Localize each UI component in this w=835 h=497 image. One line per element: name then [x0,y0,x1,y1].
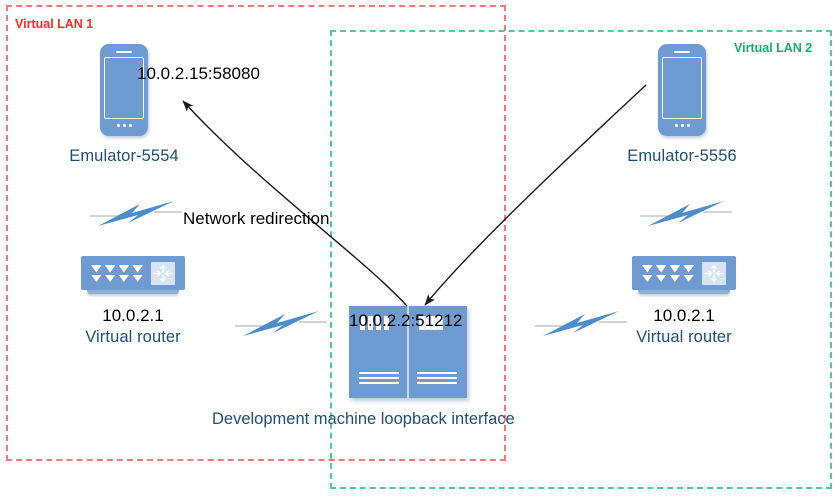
router-left-label: Virtual router [85,328,181,346]
node-router-left[interactable]: 10.0.2.1 Virtual router [81,256,185,347]
router-icon [81,256,185,298]
arrow-server-to-emulator-left [182,100,408,307]
node-router-right[interactable]: 10.0.2.1 Virtual router [632,256,736,347]
link-router-left-server [233,306,329,347]
router-icon [632,256,736,298]
lightning-link-icon [535,311,627,336]
router-right-ip: 10.0.2.1 [653,306,715,325]
loopback-server-address: 10.0.2.2:51212 [349,311,463,330]
smartphone-icon [658,44,706,136]
loopback-server-label: Development machine loopback interface [212,410,515,428]
emulator-right-label: Emulator-5556 [627,147,737,165]
network-redirection-annotation: Network redirection [183,209,330,228]
arrow-emulator-right-to-server [424,84,647,306]
four-way-arrows-icon [151,262,175,285]
lightning-link-icon [90,201,182,226]
emulator-left-label: Emulator-5554 [69,147,179,165]
server-icon [349,306,467,398]
emulator-left-address: 10.0.2.15:58080 [137,64,260,83]
node-emulator-right[interactable]: Emulator-5556 [622,44,742,166]
link-emulator-right-router-right [638,196,734,237]
router-left-ip: 10.0.2.1 [102,306,164,325]
virtual-lan-2-boundary [330,30,832,489]
four-way-arrows-icon [702,262,726,285]
node-loopback-server[interactable] [349,306,467,398]
router-right-label: Virtual router [636,328,732,346]
link-router-right-server [533,306,629,347]
smartphone-icon [100,44,148,136]
virtual-lan-1-label: Virtual LAN 1 [15,17,94,31]
node-emulator-left[interactable]: Emulator-5554 [64,44,184,166]
lightning-link-icon [640,201,732,226]
virtual-lan-2-label: Virtual LAN 2 [734,41,813,55]
virtual-lan-1-boundary [6,5,506,461]
link-emulator-left-router-left [88,196,184,237]
lightning-link-icon [235,311,327,336]
